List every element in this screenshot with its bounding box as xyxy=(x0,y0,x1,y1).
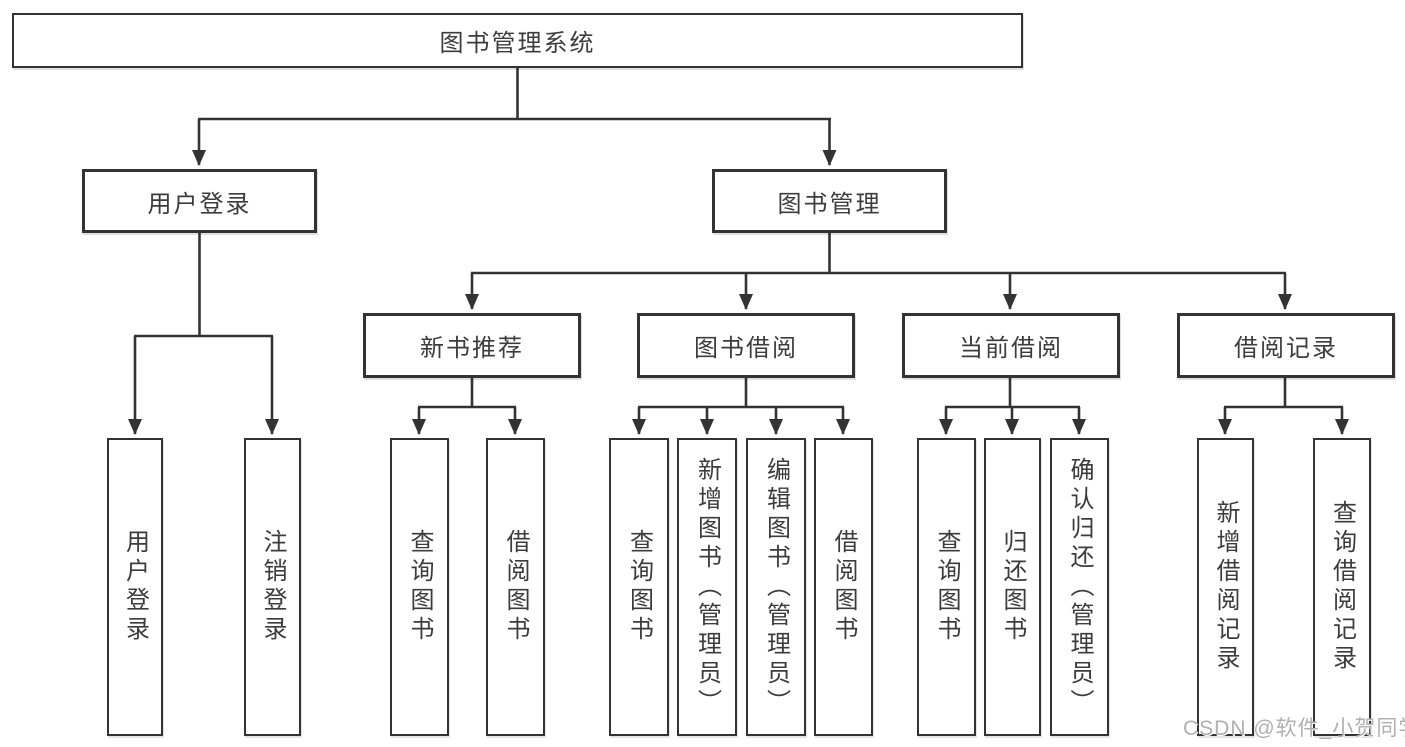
node-current-borrowing: 当前借阅 xyxy=(902,313,1120,378)
leaf-add-book-admin: 新增图书（管理员） xyxy=(677,438,737,736)
leaf-borrow-books-2: 借阅图书 xyxy=(814,438,873,736)
csdn-watermark: CSDN @软件_小贺同学 xyxy=(1183,717,1405,740)
node-library-system: 图书管理系统 xyxy=(12,13,1023,68)
leaf-query-books-3: 查询图书 xyxy=(917,438,976,736)
leaf-query-books-2: 查询图书 xyxy=(609,438,669,736)
node-new-book-recommend: 新书推荐 xyxy=(363,313,581,378)
node-book-management: 图书管理 xyxy=(712,169,947,233)
node-book-borrowing: 图书借阅 xyxy=(637,313,855,378)
node-user-login: 用户登录 xyxy=(82,169,317,233)
leaf-user-login: 用户登录 xyxy=(107,438,163,736)
leaf-return-books: 归还图书 xyxy=(984,438,1041,736)
leaf-logout: 注销登录 xyxy=(244,438,301,736)
leaf-edit-book-admin: 编辑图书（管理员） xyxy=(746,438,806,736)
leaf-query-books-1: 查询图书 xyxy=(390,438,449,736)
leaf-query-borrow-record: 查询借阅记录 xyxy=(1313,438,1371,736)
leaf-confirm-return-admin: 确认归还（管理员） xyxy=(1050,438,1109,736)
leaf-borrow-books-1: 借阅图书 xyxy=(486,438,545,736)
node-borrowing-records: 借阅记录 xyxy=(1177,313,1395,378)
leaf-add-borrow-record: 新增借阅记录 xyxy=(1197,438,1254,736)
